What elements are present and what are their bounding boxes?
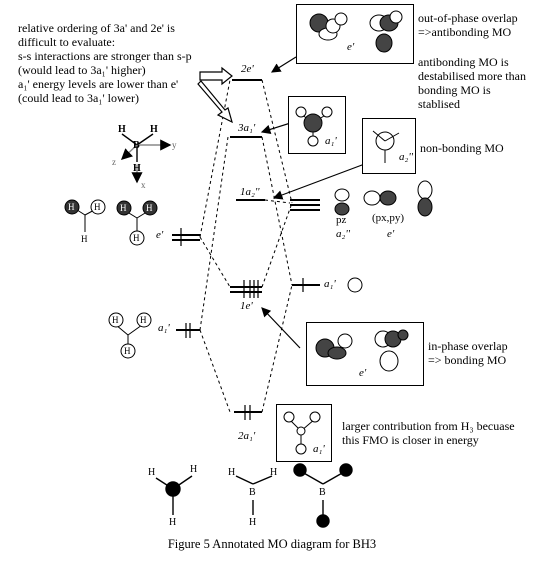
- note-in-phase-line1: in-phase overlap: [428, 339, 508, 353]
- note-ordering-line6: (could lead to 3a₁' lower): [18, 91, 139, 105]
- note-non-bonding: non-bonding MO: [420, 141, 504, 155]
- bottom-structures: [155, 463, 353, 528]
- atom-h-frag-a-left: H: [68, 202, 75, 212]
- atom-h-bottom-2-left: H: [228, 467, 236, 478]
- mo-label-1a2pp: 1a₂'': [240, 186, 260, 198]
- atom-h-frag-b-left: H: [120, 203, 127, 213]
- atom-h-axes-left: H: [118, 124, 126, 135]
- orbital-box-top-e: e': [296, 4, 414, 64]
- note-out-of-phase-line2: =>antibonding MO: [418, 25, 512, 39]
- note-out-of-phase-line1: out-of-phase overlap: [418, 11, 518, 25]
- note-ordering-line4: (would lead to 3a₁' higher): [18, 63, 146, 77]
- note-ordering-line3: s-s interactions are stronger than s-p: [18, 49, 192, 63]
- note-ordering-line5: a₁' energy levels are lower than e': [18, 77, 179, 91]
- fragment-label-left-e: e': [156, 229, 164, 241]
- electron-arrows: [180, 228, 304, 420]
- axis-label-y: y: [172, 140, 177, 150]
- note-in-phase-line2: => bonding MO: [428, 353, 507, 367]
- box-label-top-e: e': [347, 41, 355, 53]
- atom-h-a1-right: H: [140, 315, 147, 325]
- box-label-a1-lower: a₁': [313, 443, 325, 455]
- note-larger-contribution-line1: larger contribution from H₃ becuase: [342, 419, 515, 433]
- fragment-label-pz-symmetry: a₂'': [336, 228, 351, 240]
- box-label-a2pp: a₂'': [399, 151, 414, 163]
- orbital-box-a1-lower: a₁': [276, 404, 332, 462]
- fragment-label-pxpy-symmetry: e': [387, 228, 395, 240]
- atom-h-axes-bottom: H: [133, 163, 141, 174]
- atom-h-bottom-1-bottom: H: [169, 517, 177, 528]
- bh3-axes-sketch: [120, 133, 172, 184]
- fragment-label-right-a1: a₁': [324, 278, 336, 290]
- note-antibonding-line1: antibonding MO is: [418, 55, 509, 69]
- atom-h-bottom-2-right: H: [270, 467, 278, 478]
- atom-h-bottom-2-bottom: H: [249, 517, 257, 528]
- atom-b-axes: B: [133, 140, 140, 151]
- atom-h-bottom-1-right: H: [190, 464, 198, 475]
- note-antibonding-line2: destabilised more than: [418, 69, 526, 83]
- atom-h-frag-a-bottom: H: [81, 234, 88, 244]
- mo-label-3a1: 3a₁': [238, 122, 256, 134]
- orbital-box-a2pp: a₂'': [362, 118, 416, 174]
- atom-h-frag-b-right: H: [146, 203, 153, 213]
- figure-caption: Figure 5 Annotated MO diagram for BH3: [167, 537, 377, 551]
- atom-h-frag-a-right: H: [94, 202, 101, 212]
- atom-h-a1-left: H: [112, 315, 119, 325]
- h3-e-fragment-b: [116, 200, 158, 246]
- h3-a1-fragment: [108, 312, 152, 359]
- orbital-box-a1-upper: a₁': [288, 96, 346, 154]
- energy-levels: [172, 79, 320, 413]
- hollow-arrows: [197, 66, 233, 124]
- atom-b-bottom-3: B: [319, 487, 326, 498]
- box-label-a1-upper: a₁': [325, 135, 337, 147]
- atom-h-axes-right: H: [150, 124, 158, 135]
- atom-b-bottom-2: B: [249, 487, 256, 498]
- fragment-label-pz: pz: [336, 214, 347, 226]
- axis-label-z: z: [112, 157, 116, 167]
- h3-e-fragment-a: [64, 199, 106, 232]
- atom-h-bottom-1-left: H: [148, 467, 156, 478]
- note-larger-contribution-line2: this FMO is closer in energy: [342, 433, 479, 447]
- correlation-lines: [199, 79, 293, 413]
- axis-label-x: x: [141, 180, 146, 190]
- note-ordering-line1: relative ordering of 3a' and 2e' is: [18, 21, 175, 35]
- mo-label-2a1: 2a₁': [238, 430, 256, 442]
- pointer-arrows: [260, 56, 371, 349]
- note-antibonding-line3: bonding MO is: [418, 83, 491, 97]
- note-ordering-line2: difficult to evaluate:: [18, 35, 116, 49]
- mo-label-2e: 2e': [241, 63, 254, 75]
- fragment-label-pxpy: (px,py): [372, 212, 405, 224]
- mo-label-1e: 1e': [240, 300, 253, 312]
- orbital-box-bottom-e: e': [306, 322, 424, 386]
- atom-h-a1-bottom: H: [124, 346, 131, 356]
- atom-h-frag-b-bottom: H: [133, 233, 140, 243]
- note-antibonding-line4: stablised: [418, 97, 460, 111]
- b-p-orbitals: [334, 180, 433, 293]
- box-label-bottom-e: e': [359, 367, 367, 379]
- fragment-label-left-a1: a₁': [158, 322, 170, 334]
